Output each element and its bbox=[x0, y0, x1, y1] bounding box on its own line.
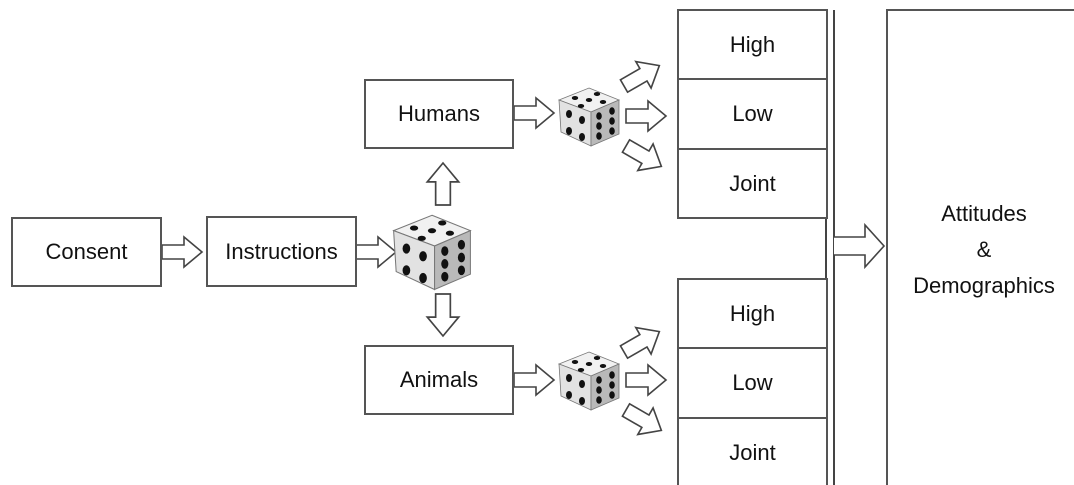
humans-low-label: Low bbox=[732, 101, 773, 126]
attitudes-label: Attitudes bbox=[941, 201, 1027, 226]
demographics-label: Demographics bbox=[913, 273, 1055, 298]
animals-label: Animals bbox=[399, 367, 479, 392]
animals-high-box: High bbox=[677, 278, 828, 349]
humans-joint-box: Joint bbox=[677, 148, 828, 219]
consent-label: Consent bbox=[45, 239, 128, 264]
attitudes-demographics-box: Attitudes & Demographics bbox=[886, 9, 1074, 485]
dice-icon-humans bbox=[558, 87, 620, 147]
instructions-label: Instructions bbox=[225, 238, 338, 264]
humans-label: Humans bbox=[398, 101, 480, 126]
humans-low-box: Low bbox=[677, 78, 828, 150]
arrow-die-to-animals bbox=[426, 293, 460, 337]
animals-low-label: Low bbox=[732, 370, 773, 395]
arrow-to-humans-joint bbox=[617, 131, 670, 181]
arrow-animals-to-die bbox=[513, 364, 555, 396]
arrow-to-attitudes bbox=[834, 222, 886, 270]
animals-high-label: High bbox=[729, 300, 776, 326]
ampersand-label: & bbox=[976, 237, 992, 262]
animals-low-box: Low bbox=[677, 347, 828, 419]
humans-joint-label: Joint bbox=[729, 170, 776, 196]
humans-high-box: High bbox=[677, 9, 828, 80]
arrow-to-animals-high bbox=[615, 317, 668, 367]
dice-icon-animals bbox=[558, 351, 620, 411]
arrow-to-humans-low bbox=[625, 100, 667, 132]
arrow-to-humans-high bbox=[615, 51, 668, 101]
humans-box: Humans bbox=[364, 79, 514, 149]
arrow-humans-to-die bbox=[513, 97, 555, 129]
animals-joint-box: Joint bbox=[677, 417, 828, 485]
consent-box: Consent bbox=[11, 217, 162, 287]
arrow-instructions-to-die bbox=[355, 236, 397, 268]
animals-joint-label: Joint bbox=[729, 440, 776, 465]
animals-box: Animals bbox=[364, 345, 514, 415]
arrow-to-animals-low bbox=[625, 364, 667, 396]
humans-high-label: High bbox=[729, 31, 776, 57]
instructions-box: Instructions bbox=[206, 216, 357, 287]
arrow-die-to-humans bbox=[426, 162, 460, 206]
arrow-consent-to-instructions bbox=[161, 236, 203, 268]
arrow-to-animals-joint bbox=[617, 395, 670, 445]
dice-icon-main bbox=[392, 214, 472, 291]
